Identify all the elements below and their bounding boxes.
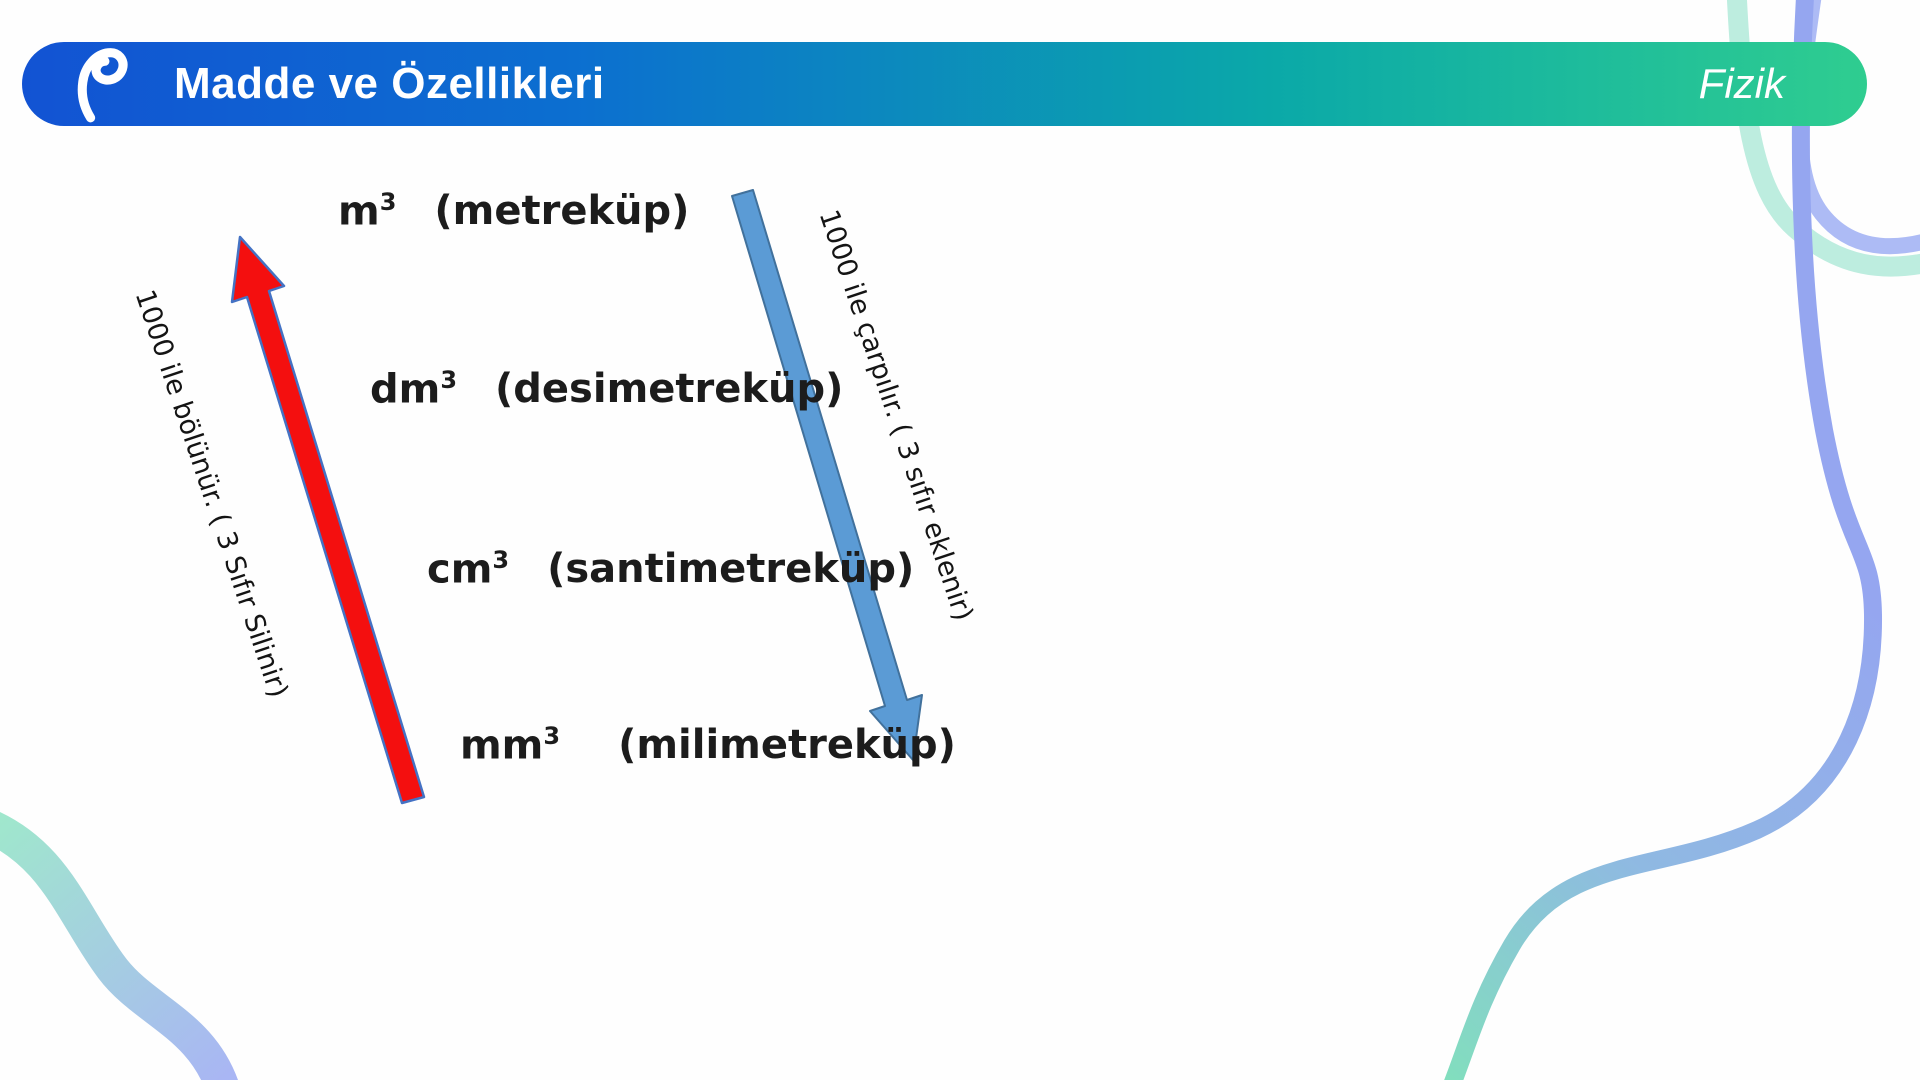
unit-name: (desimetreküp) <box>495 366 844 413</box>
unit-name: (metreküp) <box>434 188 690 235</box>
down-arrow <box>731 189 923 761</box>
page-title: Madde ve Özellikleri <box>174 59 605 108</box>
right-s-curve <box>1444 0 1883 1080</box>
unit-name: (santimetreküp) <box>547 546 915 593</box>
subject-label: Fizik <box>1698 60 1785 107</box>
unit-symbol: m3 <box>338 188 397 235</box>
unit-symbol: dm3 <box>370 366 458 413</box>
unit-row-dm3: dm3 (desimetreküp) <box>370 366 843 412</box>
bottom-left-curve <box>0 812 238 1080</box>
up-arrow <box>230 235 426 805</box>
unit-row-mm3: mm3 (milimetreküp) <box>460 722 956 768</box>
script-p-logo-icon <box>77 48 128 123</box>
unit-row-cm3: cm3 (santimetreküp) <box>427 546 914 592</box>
unit-symbol: mm3 <box>460 722 561 769</box>
unit-symbol: cm3 <box>427 546 510 593</box>
header-bar: Madde ve Özellikleri Fizik <box>22 42 1867 126</box>
unit-name: (milimetreküp) <box>618 722 956 769</box>
unit-row-m3: m3 (metreküp) <box>338 188 689 234</box>
